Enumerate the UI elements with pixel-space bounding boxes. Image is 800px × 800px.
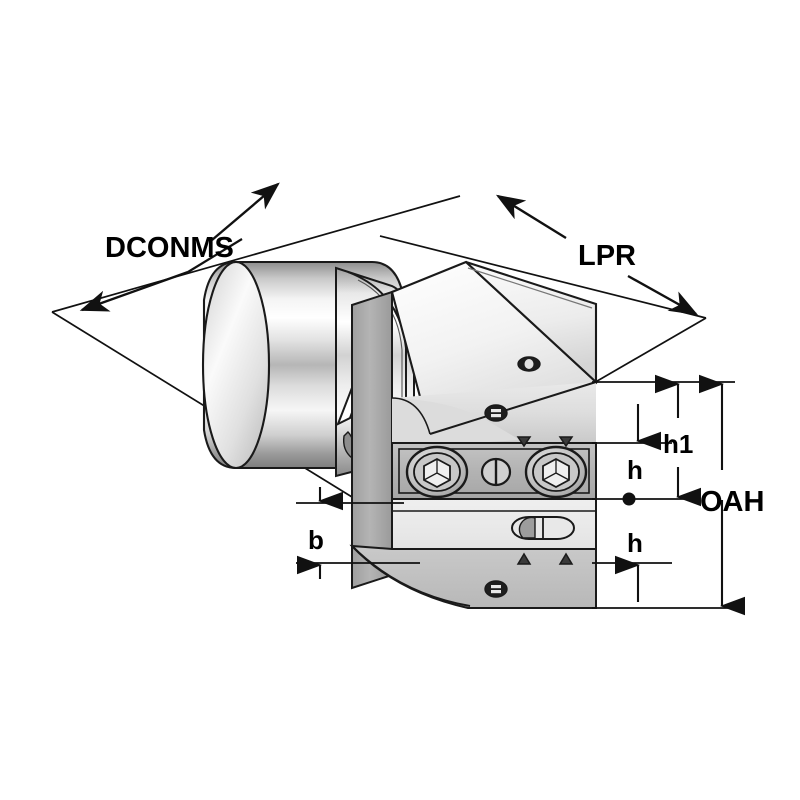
dconms-arrow-lower <box>79 270 189 312</box>
block-ridge-highlight <box>467 267 593 309</box>
setscrew-mid-slot-a <box>491 409 501 413</box>
dimension-b: b <box>296 487 344 579</box>
dimension-lpr: LPR <box>495 194 699 316</box>
ext-line-dconms-upper <box>51 195 461 313</box>
hex-socket-facets-right <box>542 459 570 481</box>
insert-pocket-inner-outline <box>398 448 590 494</box>
clamp-screw-left <box>405 445 469 499</box>
h-lower-label: h <box>627 528 643 558</box>
block-front-top-edge <box>429 381 597 435</box>
datum-triangle-top-left <box>516 436 532 448</box>
dimension-h1: h1 <box>654 374 702 507</box>
block-front-curve-edge <box>391 397 431 435</box>
lpr-arrow-upper <box>495 194 567 240</box>
coolant-slot-inner <box>518 516 536 539</box>
lpr-label: LPR <box>578 240 636 272</box>
setscrew-mid-outer <box>484 404 508 422</box>
dconms-arrow-upper <box>211 182 280 241</box>
datum-triangle-bottom-left <box>516 552 532 565</box>
oval-setscrew-lower <box>484 580 508 598</box>
shank-rear-face <box>201 260 271 470</box>
datum-triangle-bottom-right <box>558 552 574 565</box>
block-top-right-face <box>465 261 598 385</box>
lpr-arrow-lower <box>627 274 699 316</box>
hex-socket-facets-left <box>423 459 451 481</box>
datum-marks <box>516 436 574 565</box>
dconms-leader-lower-stub <box>187 238 243 273</box>
dimension-dconms: DCONMS <box>79 182 280 312</box>
dimension-oah: OAH <box>698 374 764 616</box>
block-base-curve <box>351 545 471 607</box>
block-side-face <box>351 290 393 590</box>
h-upper-label: h <box>627 455 643 485</box>
tool-block <box>349 260 599 609</box>
b-label: b <box>308 525 324 555</box>
dconms-label: DCONMS <box>105 232 234 264</box>
centre-axis-dot <box>622 492 636 506</box>
ext-line-lpr-lower <box>591 317 707 385</box>
setscrew-upper-socket <box>524 359 534 369</box>
datum-triangle-top-right <box>558 436 574 448</box>
coolant-slot-outlet <box>510 516 575 540</box>
oval-setscrew-mid <box>484 404 508 422</box>
setscrew-lower-slot-b <box>491 590 501 594</box>
clamp-screw-right <box>524 445 588 499</box>
dimension-h-lower: h <box>614 528 643 602</box>
oval-setscrew-upper <box>517 356 541 372</box>
block-front-curve-fill <box>392 398 520 448</box>
oah-label: OAH <box>700 486 764 518</box>
dimension-h-upper: h <box>627 404 662 485</box>
setscrew-lower-slot-a <box>491 585 501 589</box>
slotted-adjust-screw <box>480 457 512 487</box>
ext-line-lpr-upper <box>379 235 707 319</box>
h1-label: h1 <box>663 429 693 459</box>
setscrew-lower-outer <box>484 580 508 598</box>
extension-lines <box>51 195 707 498</box>
setscrew-mid-slot-b <box>491 414 501 418</box>
